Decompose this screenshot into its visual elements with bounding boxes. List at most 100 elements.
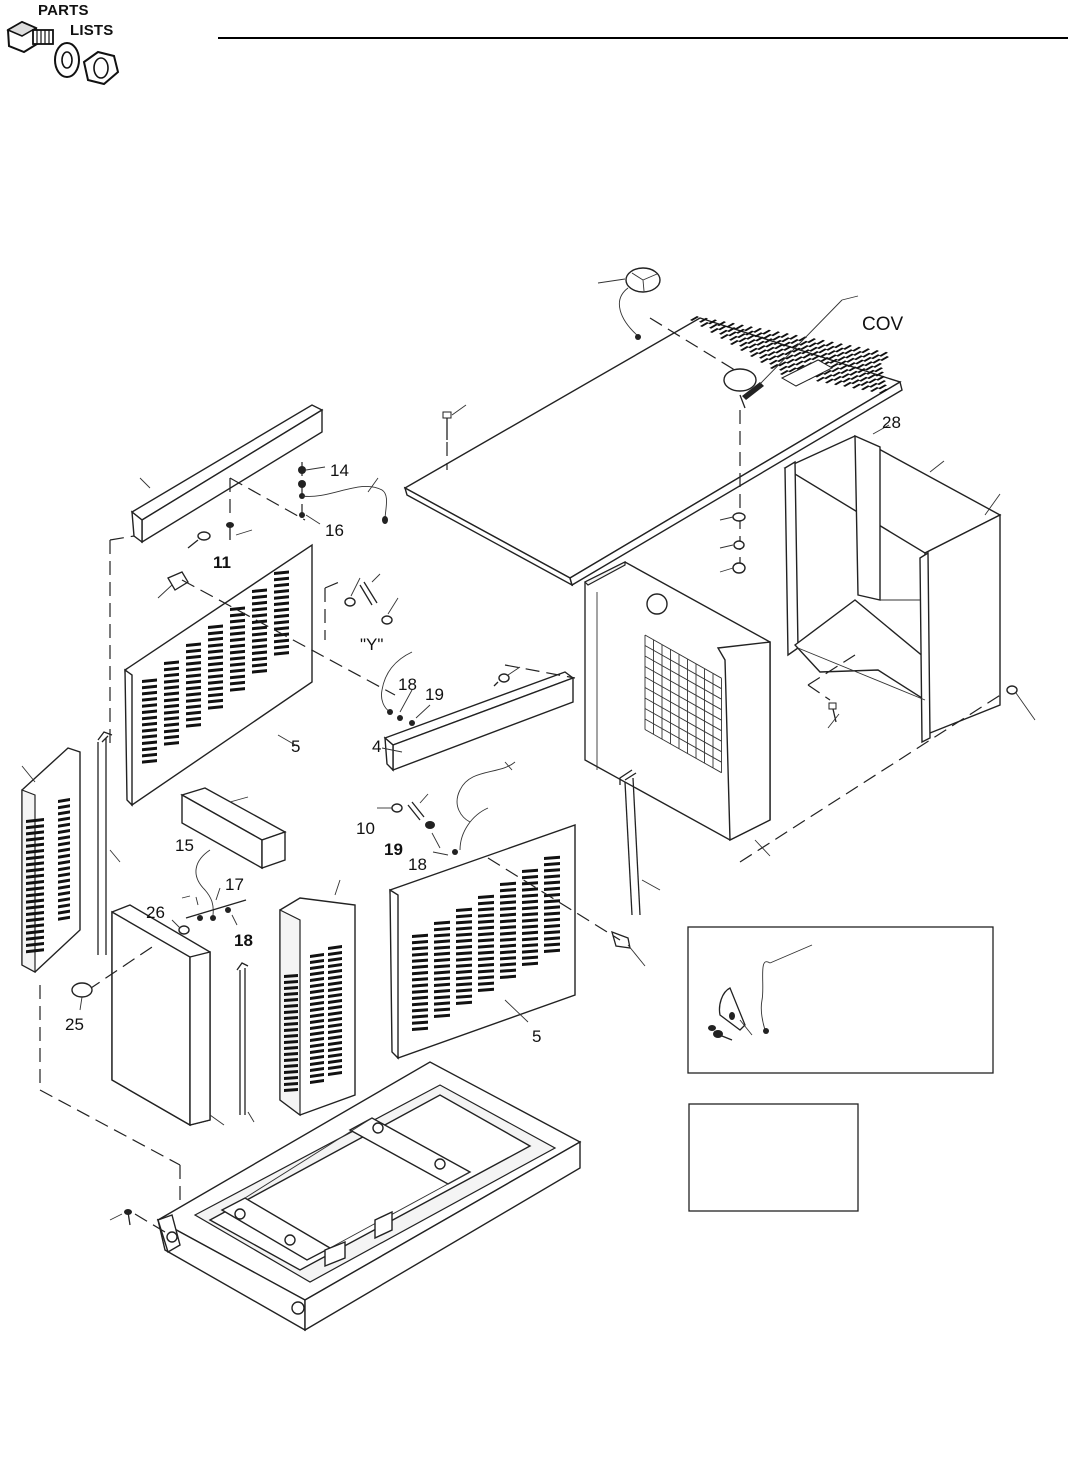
roof-grille-slot <box>745 330 754 336</box>
roof-grille-slot <box>795 360 804 366</box>
louver-slot <box>544 948 560 953</box>
louver-slot <box>310 1079 324 1084</box>
louver-slot <box>164 710 179 715</box>
roof-grille-slot <box>740 346 749 351</box>
roof-grille-slot <box>861 348 870 354</box>
louver-slot <box>310 1067 324 1072</box>
louver-slot <box>328 1023 342 1028</box>
callout-10: 10 <box>356 819 375 838</box>
louver-slot <box>26 830 44 836</box>
roof-grille-slot <box>699 317 708 323</box>
callout-5-right: 5 <box>532 1027 541 1046</box>
roof-grille-slot <box>811 355 820 361</box>
louver-slot <box>544 862 560 867</box>
louver-slot <box>58 816 70 822</box>
roof-grille-slot <box>852 383 861 389</box>
roof-grille-slot <box>770 364 779 369</box>
roof-grille-slot <box>726 322 735 328</box>
louver-slot <box>310 959 324 964</box>
roof-grille-slot <box>779 365 788 371</box>
louver-slot <box>328 957 342 962</box>
louver-slot <box>500 888 516 893</box>
louver-slot <box>58 909 70 915</box>
roof-grille-slot <box>817 344 826 350</box>
louver-slot <box>522 961 538 966</box>
louver-slot <box>284 1064 298 1068</box>
louver-slot <box>252 607 267 612</box>
roof-grille-slot <box>842 377 851 383</box>
louver-slot <box>544 855 560 860</box>
roof-grille-slot <box>850 375 859 380</box>
roof-grille-slot <box>776 352 785 358</box>
louver-slot <box>456 926 472 931</box>
roof-grille-slot <box>845 353 854 359</box>
louver-slot <box>310 953 324 958</box>
roof-grille-slot <box>727 327 736 333</box>
louver-slot <box>186 685 201 691</box>
roof-grille-slot <box>834 343 843 349</box>
roof-grille-slot <box>718 325 727 331</box>
louver-slot <box>164 679 179 684</box>
louver-slot <box>142 709 157 714</box>
louver-slot <box>284 1082 298 1086</box>
louver-slot <box>58 903 70 909</box>
roof-grille-slot <box>815 372 824 378</box>
louver-slot <box>328 987 342 992</box>
louver-slot <box>284 992 298 996</box>
louver-slot <box>284 1052 298 1056</box>
roof-grille-slot <box>858 372 867 378</box>
roof-grille-slot <box>871 354 880 360</box>
roof-grille-slot <box>778 361 787 367</box>
roof-grille-slot <box>816 376 825 382</box>
roof-grille-slot <box>759 353 768 359</box>
roof-grille-slot <box>807 338 816 344</box>
louver-slot <box>230 618 245 624</box>
louver-slot <box>310 1013 324 1018</box>
roof-grille-slot <box>820 357 829 362</box>
roof-grille-slot <box>719 329 728 335</box>
roof-grille-slot <box>720 334 729 339</box>
louver-slot <box>478 944 494 949</box>
louver-slot <box>328 999 342 1004</box>
louver-slot <box>522 924 538 929</box>
left-door-louvers <box>142 570 289 764</box>
louver-slot <box>164 716 179 721</box>
left-door-panel <box>124 543 313 807</box>
roof-grille-slot <box>863 356 872 362</box>
roof-grille-slot <box>833 375 842 381</box>
roof-grille-slot <box>867 374 876 380</box>
louver-slot <box>328 993 342 998</box>
louver-slot <box>230 643 245 649</box>
roof-grille-slot <box>744 326 753 332</box>
louver-slot <box>456 945 472 950</box>
louver-slot <box>500 931 516 936</box>
louver-slot <box>500 906 516 911</box>
lower-left-cover <box>180 787 287 870</box>
louver-slot <box>412 995 428 1000</box>
roof-grille-slot <box>753 327 762 333</box>
louver-slot <box>186 661 201 666</box>
roof-grille-slot <box>737 333 746 339</box>
louver-slot <box>478 981 494 986</box>
louver-slot <box>328 1059 342 1064</box>
roof-grille-slot <box>847 362 856 368</box>
roof-grille-slot <box>774 344 783 350</box>
louver-slot <box>26 849 44 854</box>
roof-grille-slot <box>801 349 810 355</box>
roof-grille-slot <box>880 356 889 361</box>
roof-grille-slot <box>859 376 868 382</box>
louver-slot <box>274 626 289 631</box>
louver-slot <box>310 971 324 976</box>
louver-slot <box>328 951 342 956</box>
louver-slot <box>434 1001 450 1006</box>
roof-grille-slot <box>851 379 860 385</box>
louver-slot <box>310 1025 324 1030</box>
louver-slot <box>434 927 450 932</box>
roof-grille-slot <box>789 334 798 340</box>
louver-slot <box>284 1004 298 1008</box>
louver-slot <box>412 1020 428 1025</box>
louver-slot <box>478 956 494 961</box>
louver-slot <box>544 893 560 898</box>
louver-slot <box>328 1005 342 1010</box>
roof-grille-slot <box>816 339 825 345</box>
